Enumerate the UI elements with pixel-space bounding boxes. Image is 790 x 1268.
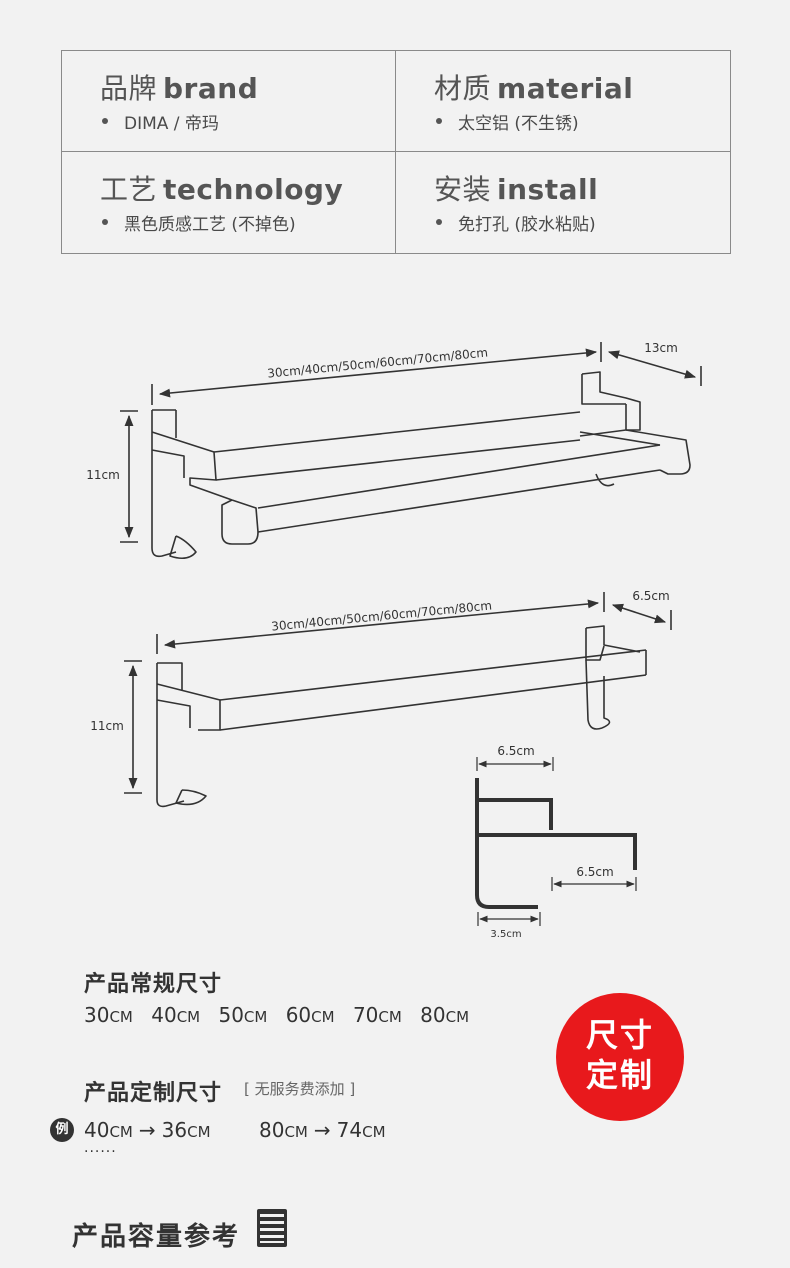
spec-technology-en: technology [163, 173, 344, 206]
custom-sizes-title: 产品定制尺寸 [84, 1081, 223, 1106]
size-unit: CM [243, 1008, 268, 1026]
single-rack-depth-label: 6.5cm [632, 589, 669, 603]
example-from: 80 [259, 1118, 285, 1142]
spec-brand-zh: 品牌 [100, 72, 158, 105]
size-unit: CM [176, 1008, 201, 1026]
size-unit: CM [311, 1008, 335, 1026]
stacked-towels-icon [257, 1209, 287, 1247]
size-item: 80CM [420, 1003, 469, 1027]
spec-material-value: 太空铝 (不生锈) [458, 114, 579, 134]
single-rack-height-label: 11cm [90, 719, 124, 733]
arrow-right-icon: → [313, 1118, 331, 1142]
single-rack-diagram [124, 592, 672, 808]
example-badge: 例 [50, 1118, 74, 1142]
size-value: 70 [352, 1003, 379, 1027]
profile-bottom-label: 3.5cm [490, 929, 521, 940]
size-item: 70CM [353, 1003, 402, 1027]
custom-size-badge: 尺寸 定制 [556, 993, 684, 1121]
example-ellipsis: ...... [84, 1140, 117, 1156]
example-to-unit: CM [187, 1123, 211, 1141]
spec-install-value: 免打孔 (胶水粘贴) [458, 215, 596, 235]
regular-sizes-title: 产品常规尺寸 [84, 972, 223, 997]
example-to: 36 [161, 1118, 188, 1142]
double-rack-height-label: 11cm [86, 468, 120, 482]
spec-install-zh: 安装 [434, 173, 492, 206]
size-item: 30CM [84, 1003, 133, 1027]
size-unit: CM [445, 1008, 470, 1026]
size-value: 50 [218, 1003, 244, 1027]
double-rack-diagram [120, 342, 702, 560]
capacity-title: 产品容量参考 [72, 1222, 241, 1252]
bullet-icon [436, 118, 442, 124]
double-rack-depth-label: 13cm [644, 341, 678, 355]
spec-material-zh: 材质 [434, 72, 492, 105]
size-item: 60CM [286, 1003, 335, 1027]
badge-line-2: 定制 [585, 1056, 654, 1094]
size-item: 40CM [151, 1003, 200, 1027]
spec-brand-en: brand [163, 72, 259, 105]
spec-material-en: material [497, 72, 634, 105]
profile-diagram [475, 757, 637, 926]
size-value: 60 [285, 1003, 312, 1027]
example-to-unit: CM [362, 1123, 386, 1141]
custom-example: 40CM→36CM [84, 1118, 211, 1142]
size-value: 30 [84, 1003, 110, 1027]
spec-technology-value: 黑色质感工艺 (不掉色) [124, 215, 296, 235]
profile-top-label: 6.5cm [497, 744, 534, 758]
spec-install-en: install [497, 173, 599, 206]
bullet-icon [102, 219, 108, 225]
double-rack-length-label: 30cm/40cm/50cm/60cm/70cm/80cm [267, 345, 489, 380]
example-from: 40 [84, 1118, 110, 1142]
size-value: 40 [151, 1003, 177, 1027]
size-unit: CM [378, 1008, 402, 1026]
custom-example: 80CM→74CM [259, 1118, 386, 1142]
size-item: 50CM [218, 1003, 267, 1027]
example-from-unit: CM [284, 1123, 308, 1141]
bullet-icon [102, 118, 108, 124]
spec-brand-value: DIMA / 帝玛 [124, 114, 219, 134]
profile-right-label: 6.5cm [576, 865, 613, 879]
size-unit: CM [109, 1008, 133, 1026]
regular-sizes-list: 30CM 40CM 50CM 60CM 70CM 80CM [84, 1003, 481, 1027]
example-to: 74 [336, 1118, 363, 1142]
badge-line-1: 尺寸 [585, 1016, 654, 1054]
size-value: 80 [420, 1003, 446, 1027]
product-diagrams: 30cm/40cm/50cm/60cm/70cm/80cm 13cm 11cm … [86, 341, 702, 940]
custom-sizes-note: [ 无服务费添加 ] [244, 1080, 356, 1098]
bullet-icon [436, 219, 442, 225]
arrow-right-icon: → [138, 1118, 156, 1142]
example-from-unit: CM [109, 1123, 133, 1141]
spec-technology-zh: 工艺 [100, 173, 158, 206]
